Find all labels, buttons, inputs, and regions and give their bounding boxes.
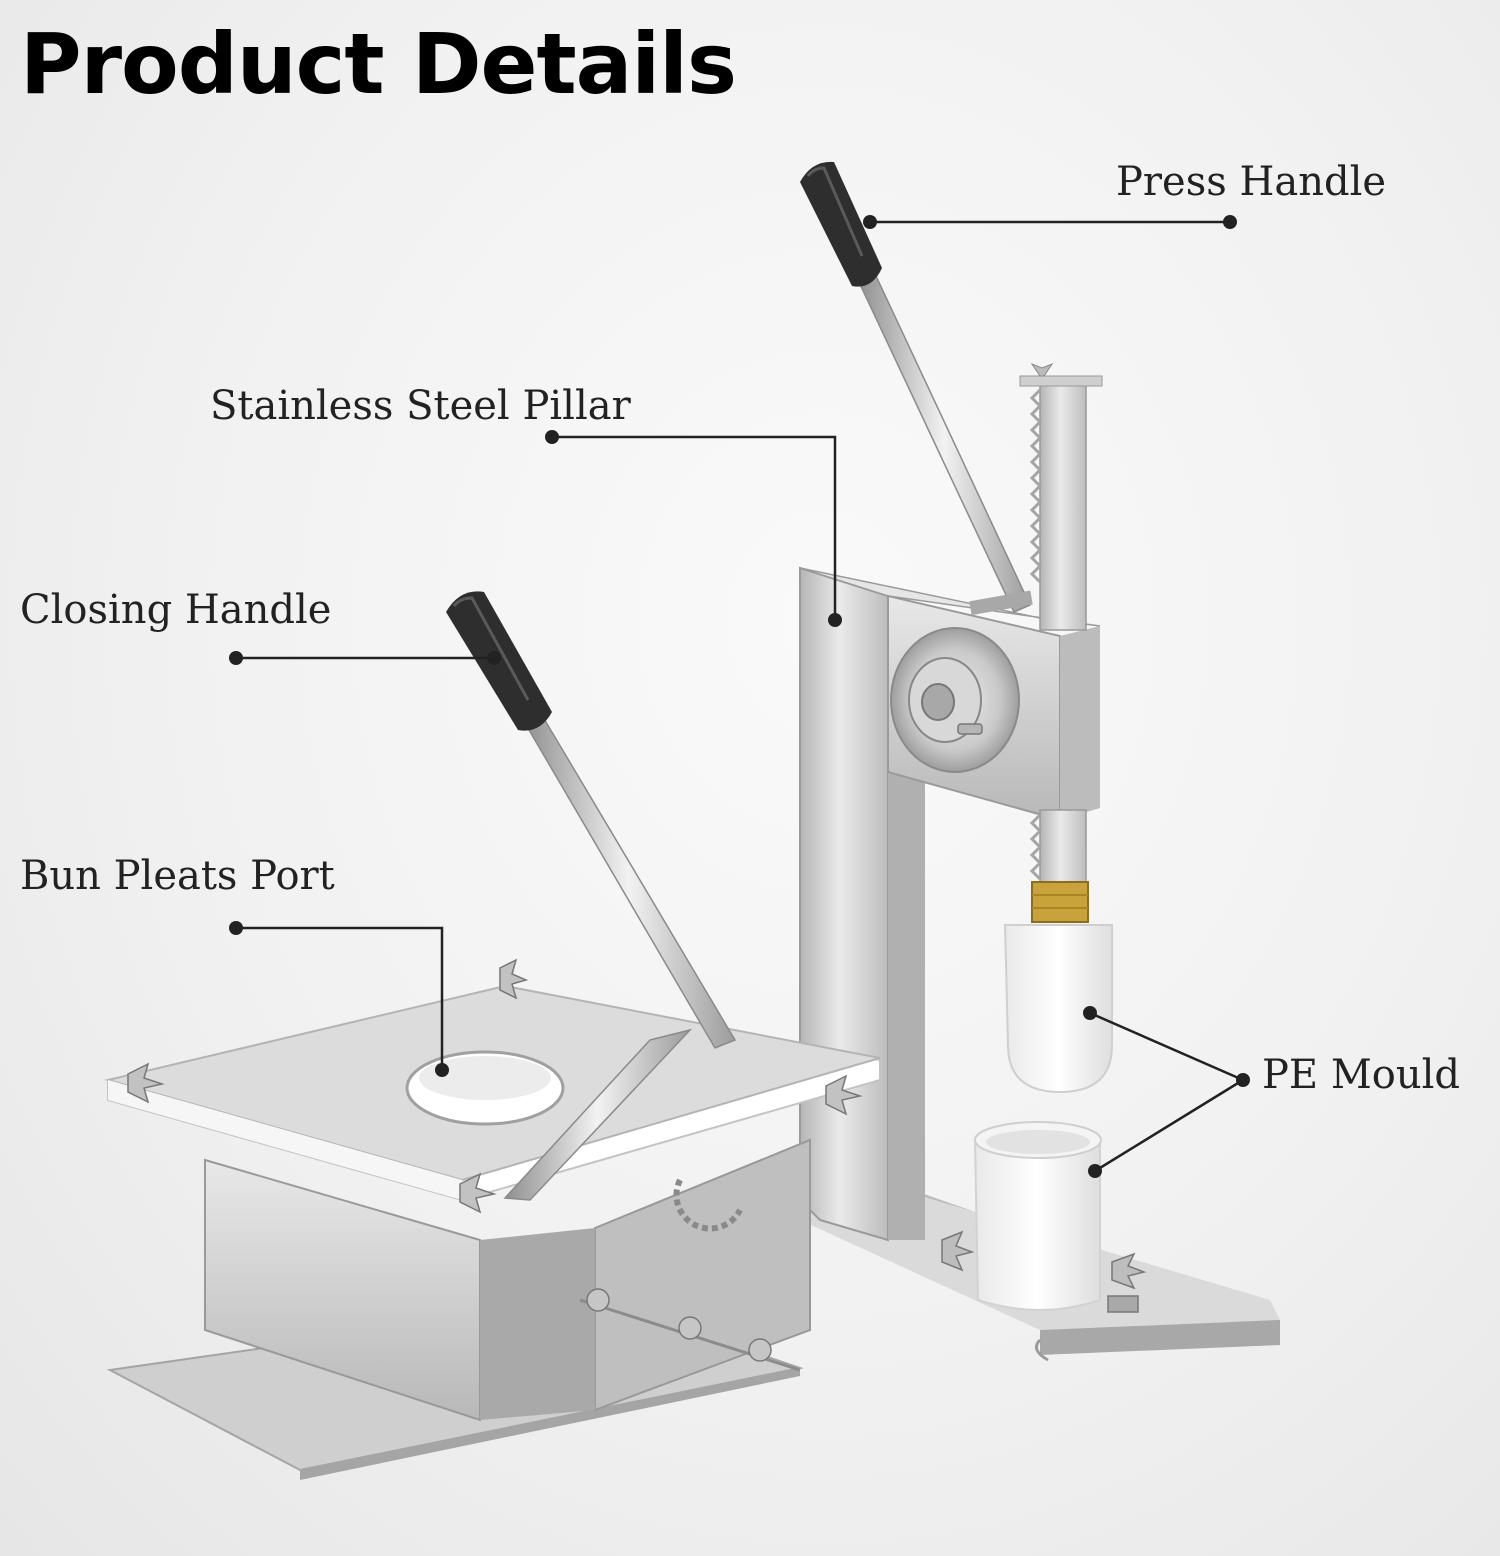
dot-pe-upper <box>1083 1006 1097 1020</box>
dot-press-handle-b <box>1223 215 1237 229</box>
dot-closing-a <box>229 651 243 665</box>
pe-mould-upper <box>1003 924 1113 1094</box>
dot-bun-b <box>435 1063 449 1077</box>
gear-wheel <box>890 627 1020 773</box>
wing-nut-top <box>499 958 529 1000</box>
wing-nut-press-right <box>1107 1252 1147 1313</box>
label-stainless-steel-pillar: Stainless Steel Pillar <box>210 383 631 429</box>
dot-press-handle-a <box>863 215 877 229</box>
label-press-handle: Press Handle <box>1116 159 1387 205</box>
press-lever <box>800 161 1033 616</box>
bun-pleats-port <box>405 1050 565 1126</box>
leader-bun-port <box>236 926 444 1070</box>
label-pe-mould: PE Mould <box>1262 1052 1461 1098</box>
dot-pillar-b <box>828 613 842 627</box>
dot-pillar-a <box>545 430 559 444</box>
wing-nut-right <box>825 1074 863 1116</box>
label-bun-pleats-port: Bun Pleats Port <box>20 853 335 899</box>
label-closing-handle: Closing Handle <box>20 587 332 633</box>
dot-bun-a <box>229 921 243 935</box>
closing-box-body <box>204 1138 811 1422</box>
dot-closing-b <box>487 651 501 665</box>
wing-nut-front <box>459 1172 497 1214</box>
wing-nut-left <box>127 1062 165 1104</box>
dot-pe-label <box>1236 1073 1250 1087</box>
wing-nut-press-left <box>941 1230 975 1272</box>
rack-bar <box>1019 362 1103 923</box>
page-title: Product Details <box>20 15 737 113</box>
pe-mould-lower <box>973 1121 1102 1311</box>
leader-pe-mould-upper <box>1089 1011 1244 1082</box>
leader-pillar <box>552 435 837 620</box>
dot-pe-lower <box>1088 1164 1102 1178</box>
leader-pe-mould-lower <box>1094 1078 1244 1173</box>
